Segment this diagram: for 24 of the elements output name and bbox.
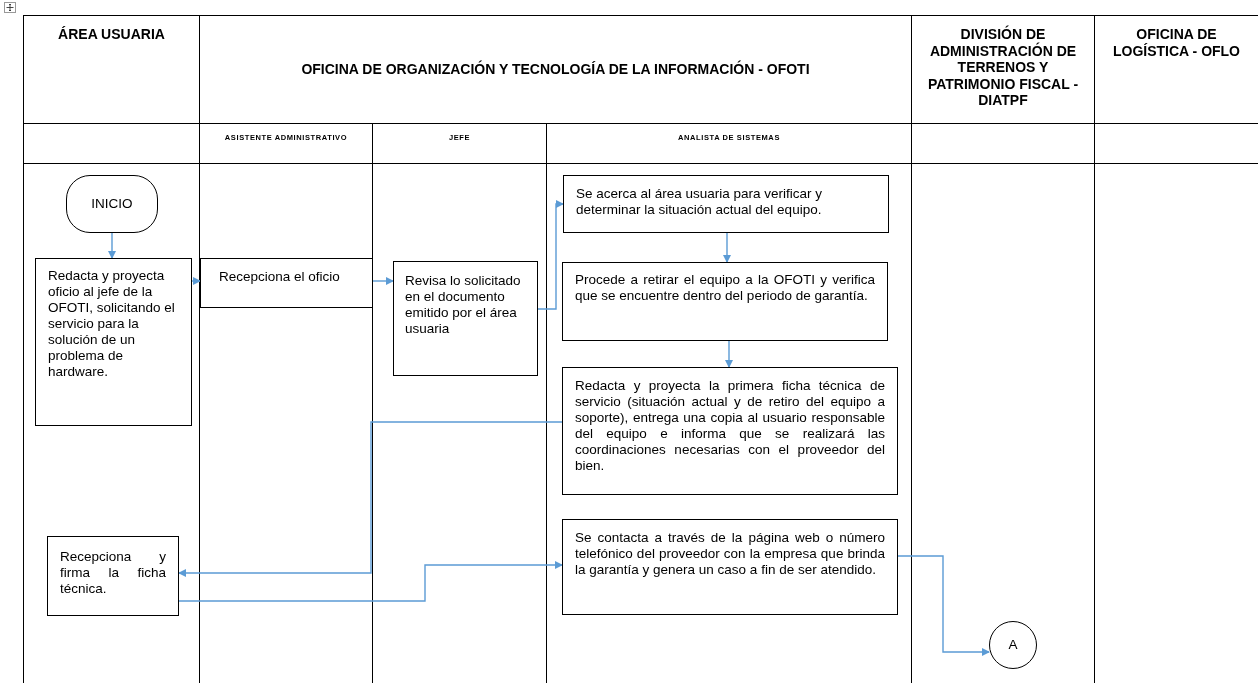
step-text: Recepciona el oficio [219, 269, 341, 285]
step-text: INICIO [91, 196, 133, 212]
process-box [393, 261, 538, 376]
process-box [562, 367, 898, 495]
step-text: Procede a retirar el equipo a la OFOTI y verifica que se encuentre dentro del periodo de garantía. [575, 272, 875, 304]
process-box [563, 175, 889, 233]
lane-header: OFICINA DE ORGANIZACIÓN Y TECNOLOGÍA DE LA INFORMACIÓN - OFOTI [301, 61, 810, 78]
process-box [562, 262, 888, 341]
step-text: Revisa lo solicitado en el documento emitido por el área usuaria [405, 273, 522, 337]
step-text: Redacta y proyecta oficio al jefe de la OFOTI, solicitando el servicio para la solución de un problema de hardware. [48, 268, 176, 380]
step-text: Se contacta a través de la página web o número telefónico del proveedor con la empresa que brinda la garantía y genera un caso a fin de ser atendido. [575, 530, 885, 578]
step-text: A [1008, 637, 1018, 653]
process-box [35, 258, 192, 426]
lane-header: DIVISIÓN DE ADMINISTRACIÓN DE TERRENOS Y PATRIMONIO FISCAL - DIATPF [926, 26, 1080, 109]
lane-header: ÁREA USUARIA [58, 26, 165, 43]
process-box [200, 258, 373, 308]
process-box [47, 536, 179, 616]
step-text: Recepciona y firma la ficha técnica. [60, 549, 166, 597]
step-text: Redacta y proyecta la primera ficha técnica de servicio (situación actual y de retiro del equipo a soporte), entrega una copia al usuario responsable del equipo e informa que se realizará las coordinaciones necesarias con el proveedor del bien. [575, 378, 885, 474]
step-text: Se acerca al área usuaria para verificar y determinar la situación actual del equipo. [576, 186, 824, 218]
lane-header: OFICINA DE LOGÍSTICA - OFLO [1112, 26, 1241, 60]
process-box [562, 519, 898, 615]
connector-circle [989, 621, 1037, 669]
start-terminator [66, 175, 158, 233]
